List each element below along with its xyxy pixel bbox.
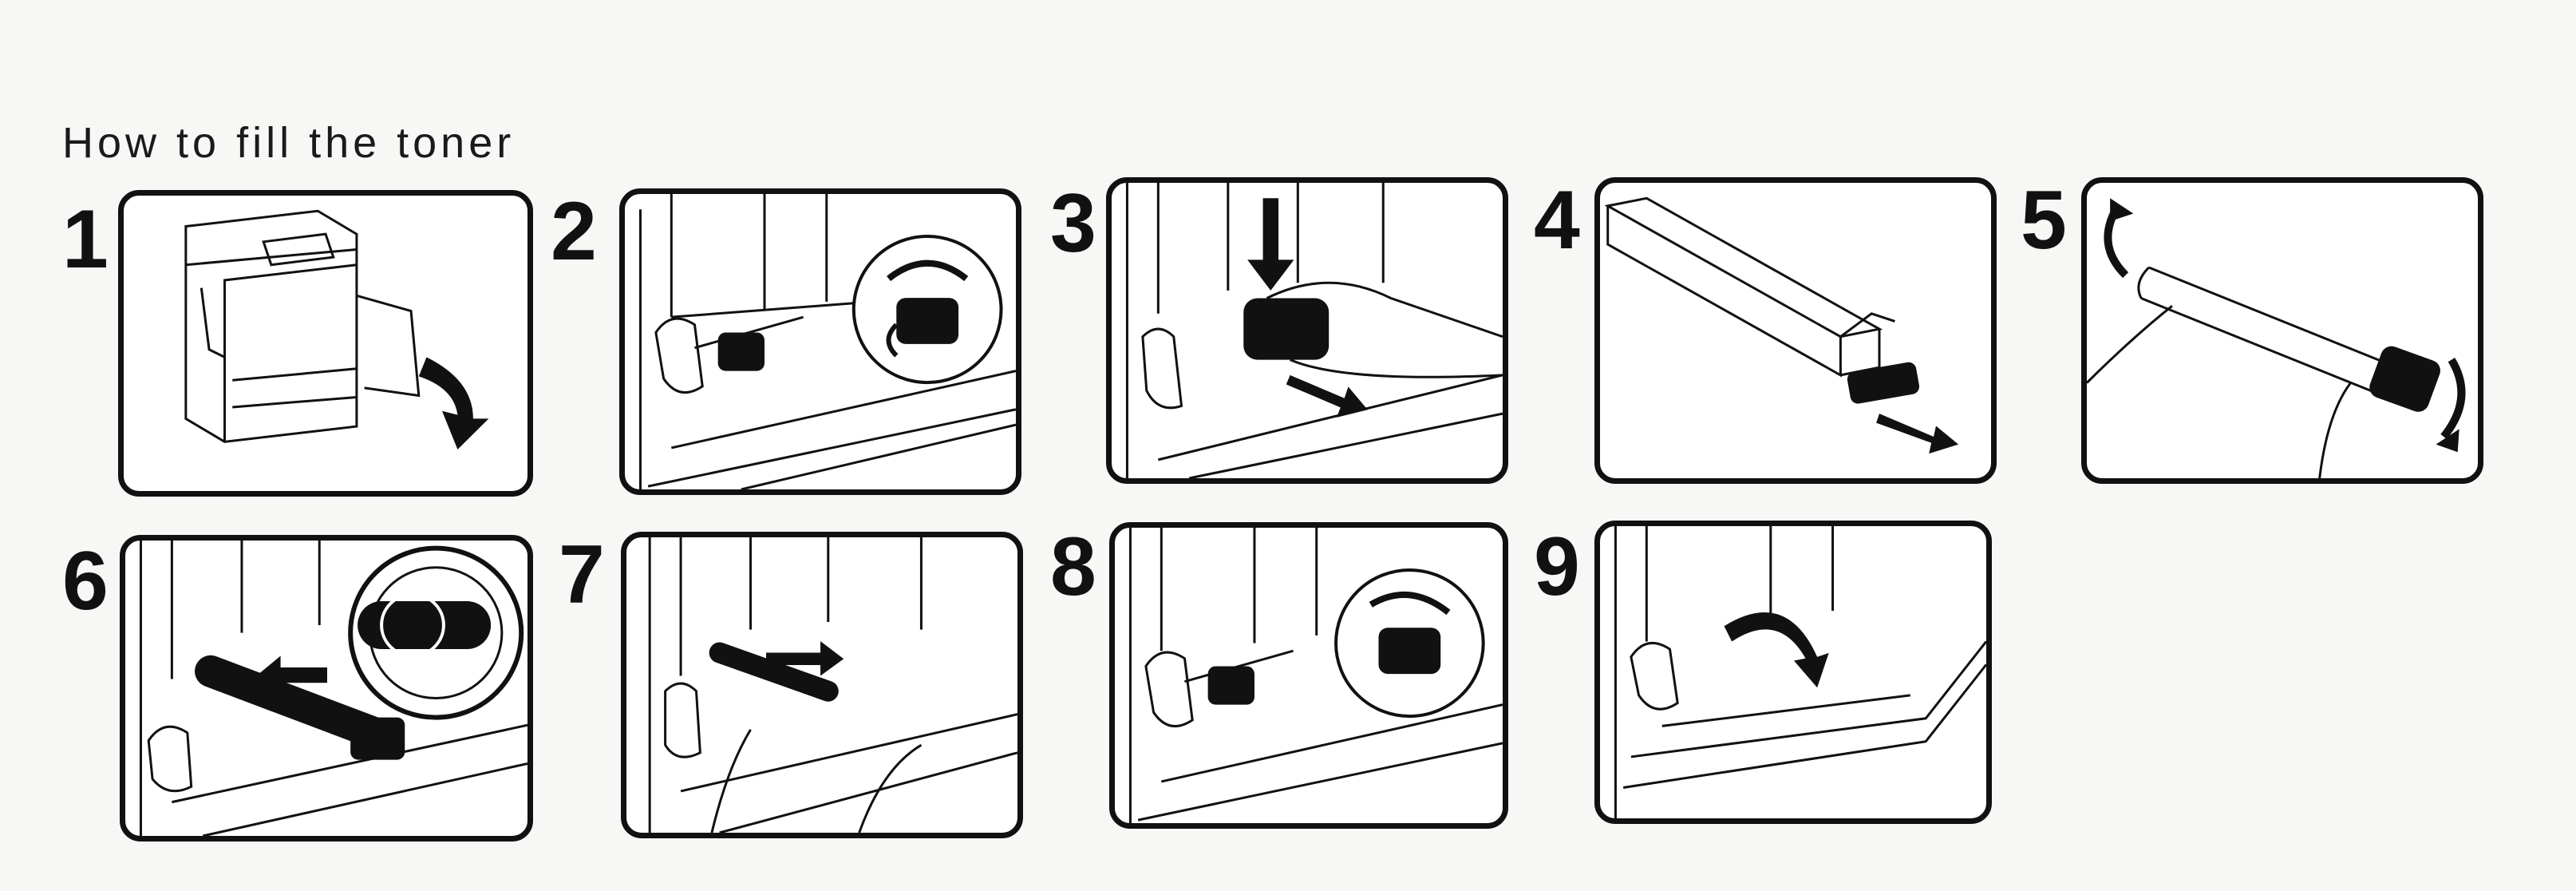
insert-arrow-icon: [257, 655, 327, 695]
close-arrow-icon: [1724, 612, 1829, 688]
insert-cartridge-illustration: [125, 541, 527, 836]
unpack-cartridge-illustration: [1600, 183, 1959, 454]
slide-out-arrow-icon: [1876, 414, 1959, 454]
detail-magnifier-icon: [350, 548, 521, 718]
push-cartridge-illustration: [626, 537, 1017, 833]
step-6-number: 6: [62, 535, 109, 628]
lever-icon: [717, 332, 765, 371]
shake-cartridge-illustration: [2087, 198, 2478, 478]
pull-cartridge-illustration: [1112, 183, 1503, 478]
step-7-panel: [621, 532, 1023, 838]
toner-lever-illustration: [625, 194, 1016, 489]
step-9-number: 9: [1534, 521, 1580, 613]
step-3-panel: [1106, 177, 1508, 484]
pull-arrow-icon: [1286, 374, 1368, 418]
step-2-panel: [619, 188, 1021, 495]
open-arrow-icon: [418, 357, 489, 449]
copier-open-cover-illustration: [124, 196, 489, 449]
step-1-number: 1: [62, 193, 109, 286]
step-6-panel: [120, 535, 533, 842]
page-title: How to fill the toner: [62, 119, 516, 167]
push-arrow-icon: [766, 641, 844, 676]
down-arrow-icon: [1247, 198, 1294, 291]
lock-lever-illustration: [1115, 528, 1503, 823]
step-9-panel: [1594, 521, 1992, 824]
step-4-panel: [1594, 177, 1997, 484]
step-1-panel: [118, 190, 533, 497]
step-5-panel: [2081, 177, 2483, 484]
close-cover-illustration: [1600, 526, 1986, 818]
step-7-number: 7: [559, 529, 605, 621]
step-8-panel: [1109, 522, 1508, 829]
step-3-number: 3: [1050, 177, 1096, 270]
shake-arrow-right-icon: [2444, 360, 2461, 437]
step-8-number: 8: [1050, 521, 1096, 613]
detail-magnifier-icon: [1336, 570, 1484, 716]
step-5-number: 5: [2021, 174, 2067, 267]
step-2-number: 2: [551, 185, 597, 278]
step-4-number: 4: [1534, 174, 1580, 267]
